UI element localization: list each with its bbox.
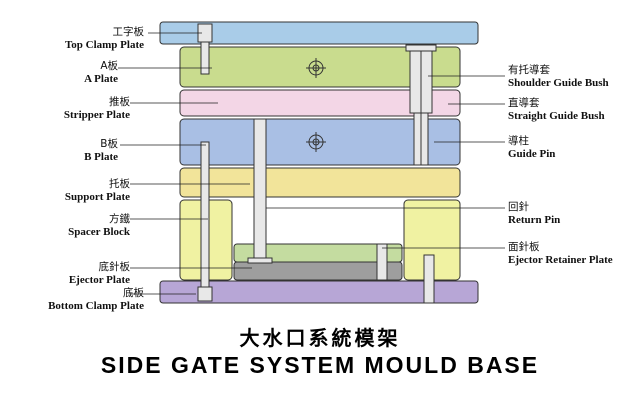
label-straight-bush-cn: 直導套 [508, 97, 540, 109]
label-ejector-retainer-en: Ejector Retainer Plate [508, 254, 613, 266]
label-guide-pin: 導柱 Guide Pin [508, 135, 555, 161]
label-straight-bush-en: Straight Guide Bush [508, 110, 605, 122]
label-top-clamp-cn: 工字板 [112, 26, 145, 38]
title-english: SIDE GATE SYSTEM MOULD BASE [100, 352, 540, 378]
label-shoulder-bush-en: Shoulder Guide Bush [508, 77, 609, 89]
label-straight-guide-bush: 直導套 Straight Guide Bush [508, 97, 605, 123]
label-a-plate-en: A Plate [84, 73, 118, 85]
support-screw-head [197, 286, 213, 302]
label-spacer-block: 方鐵 Spacer Block [68, 213, 130, 239]
label-support-cn: 托板 [109, 178, 130, 190]
label-ejector-retainer-cn: 面針板 [508, 241, 540, 253]
shoulder-guide-bush-icon [405, 44, 437, 52]
label-ejector-plate: 底針板 Ejector Plate [69, 261, 130, 287]
label-spacer-cn: 方鐵 [109, 213, 130, 225]
label-stripper-en: Stripper Plate [63, 109, 130, 121]
a-plate [179, 46, 461, 88]
label-bottom-clamp-plate: 底板 Bottom Clamp Plate [48, 287, 144, 313]
label-support-plate: 托板 Support Plate [65, 178, 130, 204]
label-shoulder-guide-bush: 有托導套 Shoulder Guide Bush [508, 64, 609, 90]
label-b-plate-en: B Plate [84, 151, 118, 163]
title-chinese: 大水口系統模架 [239, 326, 401, 350]
label-b-plate: B板 B Plate [84, 138, 118, 164]
top-screw-shank [200, 41, 210, 75]
label-ejector-en: Ejector Plate [68, 274, 130, 286]
label-a-plate: A板 A Plate [84, 60, 118, 86]
ejector-screw-left [376, 243, 388, 281]
ejector-screw-right [423, 254, 435, 304]
label-top-clamp-en: Top Clamp Plate [64, 39, 144, 51]
label-b-plate-cn: B板 [100, 138, 118, 150]
label-return-pin: 回針 Return Pin [508, 201, 560, 227]
label-return-pin-cn: 回針 [508, 201, 529, 213]
label-bottom-clamp-en: Bottom Clamp Plate [48, 300, 144, 312]
label-spacer-en: Spacer Block [68, 226, 130, 238]
label-ejector-cn: 底針板 [98, 261, 131, 273]
label-support-en: Support Plate [64, 191, 130, 203]
label-return-pin-en: Return Pin [508, 214, 561, 226]
label-a-plate-cn: A板 [100, 60, 118, 72]
return-pin-icon [253, 118, 267, 263]
return-pin-head [247, 257, 273, 264]
support-plate [179, 167, 461, 198]
label-top-clamp-plate: 工字板 Top Clamp Plate [65, 26, 144, 52]
label-shoulder-bush-cn: 有托導套 [508, 64, 550, 76]
label-stripper-cn: 推板 [109, 96, 130, 108]
label-guide-pin-en: Guide Pin [508, 148, 556, 160]
label-guide-pin-cn: 導柱 [508, 135, 529, 147]
bottom-clamp-plate [159, 280, 479, 304]
label-stripper-plate: 推板 Stripper Plate [64, 96, 130, 122]
ejector-plate [233, 261, 403, 281]
label-bottom-clamp-cn: 底板 [123, 287, 144, 299]
label-ejector-retainer-plate: 面針板 Ejector Retainer Plate [508, 241, 613, 267]
